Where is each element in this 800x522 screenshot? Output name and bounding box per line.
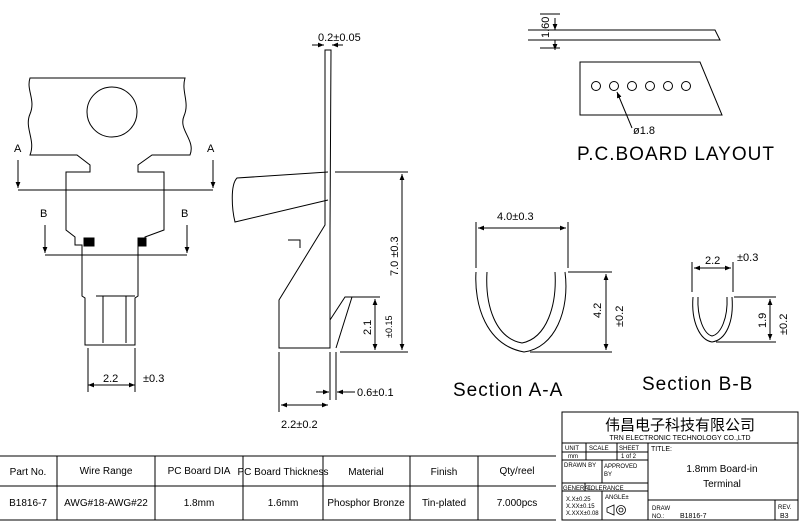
height-dim: 7.0 ±0.3 (389, 236, 401, 276)
section-a-width-dim: 4.0±0.3 (497, 211, 534, 223)
section-a-height-tol: ±0.2 (614, 306, 626, 327)
section-b-height-dim: 1.9 (757, 313, 769, 328)
th-pcb-dia: PC Board DIA (168, 466, 231, 477)
spring-height-tol: ±0.15 (384, 316, 394, 338)
section-a-label: Section A-A (453, 380, 563, 401)
title-label: TITLE: (651, 446, 672, 453)
front-view (15, 77, 216, 392)
general-label: GENERAL (563, 486, 592, 492)
sheet-label: SHEET (619, 446, 639, 452)
angle-label: ANGLE± (605, 495, 629, 501)
td-qty-reel: 7.000pcs (497, 498, 538, 509)
unit-label: UNIT (565, 446, 579, 452)
side-view (231, 42, 408, 412)
title-line-2: Terminal (703, 479, 741, 490)
tip-width-dim: 0.6±0.1 (357, 387, 394, 399)
sheet-value: 1 of 2 (621, 454, 637, 460)
scale-label: SCALE (589, 446, 609, 452)
td-wire-range: AWG#18-AWG#22 (64, 498, 148, 509)
section-b-marker-left: B (40, 208, 47, 220)
section-b-label: Section B-B (642, 374, 753, 395)
draw-no-label: NO.: (652, 514, 665, 520)
company-name-en: TRN ELECTRONIC TECHNOLOGY CO.,LTD (609, 435, 750, 442)
section-a-view (475, 222, 612, 353)
title-line-1: 1.8mm Board-in (686, 464, 757, 475)
spec-table-lines (0, 455, 556, 521)
section-b-height-tol: ±0.2 (778, 314, 790, 335)
section-b-width-tol: ±0.3 (737, 252, 758, 264)
td-pcb-thickness: 1.6mm (268, 498, 299, 509)
projection-symbol-icon (606, 504, 626, 516)
approved-by-label: BY (604, 472, 612, 478)
th-qty-reel: Qty/reel (499, 466, 534, 477)
section-a-marker-left: A (14, 143, 22, 155)
th-finish: Finish (431, 467, 458, 478)
tolerance-3: X.XXX±0.08 (566, 511, 599, 517)
th-wire-range: Wire Range (80, 466, 133, 477)
pcb-layout-label: P.C.BOARD LAYOUT (577, 144, 775, 165)
tab-width-tol: ±0.3 (143, 373, 164, 385)
th-pcb-thickness: PC Board Thickness (238, 467, 329, 478)
section-b-view (691, 262, 776, 343)
draw-label: DRAW (652, 506, 670, 512)
spring-height-dim: 2.1 (362, 320, 374, 335)
td-finish: Tin-plated (422, 498, 466, 509)
approved-label: APPROVED (604, 464, 638, 470)
rev-value: B3 (780, 513, 789, 520)
td-pcb-dia: 1.8mm (184, 498, 215, 509)
tab-width-dim: 2.2 (103, 373, 118, 385)
tolerance-1: X.X±0.25 (566, 497, 591, 503)
section-a-marker-right: A (207, 143, 215, 155)
section-b-width-dim: 2.2 (705, 255, 720, 267)
unit-value: mm (568, 454, 578, 460)
company-name-cn: 伟昌电子科技有限公司 (605, 416, 755, 434)
rev-label: REV. (778, 505, 792, 511)
tolerance-label: TOLERANCE (587, 486, 624, 492)
base-width-dim: 2.2±0.2 (281, 419, 318, 431)
td-part-no: B1816-7 (9, 498, 47, 509)
hole-diameter-dim: ø1.8 (633, 125, 655, 137)
section-a-height-dim: 4.2 (592, 303, 604, 318)
pcb-layout (528, 13, 723, 129)
draw-no-value: B1816-7 (680, 513, 707, 520)
pcb-thickness-dim: 1.60 (540, 17, 552, 38)
title-block-lines (561, 411, 799, 521)
th-material: Material (348, 467, 384, 478)
thickness-dim: 0.2±0.05 (318, 32, 361, 44)
section-b-marker-right: B (181, 208, 188, 220)
drawn-by-label: DRAWN BY (564, 463, 596, 469)
tolerance-2: X.XX±0.15 (566, 504, 595, 510)
td-material: Phosphor Bronze (327, 498, 405, 509)
th-part-no: Part No. (10, 467, 47, 478)
